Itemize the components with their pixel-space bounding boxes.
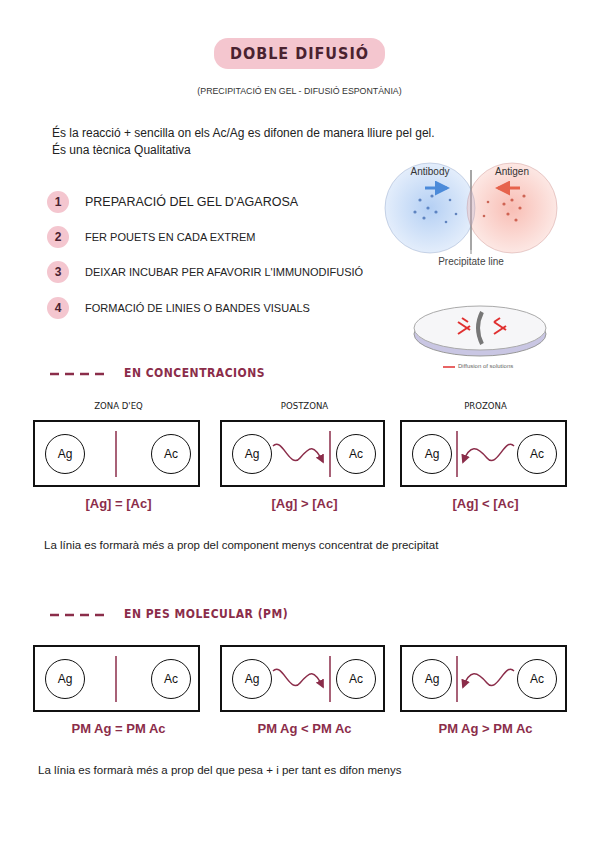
step-number: 1PREPARACIÓ DEL GEL D'AGAROSA: [47, 191, 69, 213]
result-box: POSTZONA[Ag] > [Ac]AgAc: [220, 420, 385, 487]
diffusion-arrow: [273, 444, 514, 687]
step-number-text: 2: [47, 226, 69, 248]
note-text: La línia es formarà més a prop del compo…: [44, 539, 574, 553]
zone-caption: [Ag] < [Ac]: [392, 496, 579, 511]
well-label: Ag: [425, 672, 440, 686]
well-label: Ag: [58, 672, 73, 686]
well-label: Ag: [425, 447, 440, 461]
precipitate-line: [116, 431, 457, 702]
title-text: DOBLE DIFUSIÓ: [214, 38, 385, 69]
petri-dish: [414, 306, 546, 367]
result-box: PM Ag = PM AcAgAc: [33, 645, 200, 712]
step-text: PREPARACIÓ DEL GEL D'AGAROSA: [85, 191, 298, 213]
well-label: Ac: [164, 447, 178, 461]
result-box: PM Ag > PM AcAgAc: [400, 645, 567, 712]
well-circle: Ac: [151, 659, 191, 699]
zone-label: Antigen: [467, 166, 557, 177]
note-text: (PRECIPITACIÓ EN GEL - DIFUSIÓ ESPONTÀNI…: [0, 86, 599, 97]
title-pill: DOBLE DIFUSIÓ: [0, 38, 599, 69]
note-text: La línia es formarà més a prop del que p…: [38, 764, 578, 778]
well-circle: Ac: [517, 434, 557, 474]
step-text: FORMACIÓ DE LINIES O BANDES VISUALS: [85, 297, 310, 319]
note-text: És la reacció + sencilla on els Ac/Ag es…: [52, 126, 572, 140]
result-box: ZONA D'EQ[Ag] = [Ac]AgAc: [33, 420, 200, 487]
result-box: PROZONA[Ag] < [Ac]AgAc: [400, 420, 567, 487]
step-number: 4FORMACIÓ DE LINIES O BANDES VISUALS: [47, 297, 69, 319]
well-label: Ag: [245, 447, 260, 461]
zone-heading: ZONA D'EQ: [25, 400, 212, 411]
zone-label: Antibody: [385, 166, 475, 177]
step-number-text: 4: [47, 297, 69, 319]
zone-caption: [Ag] > [Ac]: [212, 496, 397, 511]
diffusion-illustration: [385, 163, 557, 254]
zone-caption: [Ag] = [Ac]: [25, 496, 212, 511]
well-circle: Ag: [45, 434, 85, 474]
section-heading: EN CONCENTRACIONS: [124, 366, 424, 380]
well-circle: Ag: [45, 659, 85, 699]
section-heading: EN PES MOLECULAR (PM): [124, 607, 424, 621]
zone-heading: PROZONA: [392, 400, 579, 411]
well-circle: Ac: [517, 659, 557, 699]
step-number-text: 3: [47, 261, 69, 283]
well-label: Ag: [245, 672, 260, 686]
well-circle: Ag: [232, 659, 272, 699]
well-label: Ac: [530, 447, 544, 461]
well-label: Ac: [164, 672, 178, 686]
result-box: PM Ag < PM AcAgAc: [220, 645, 385, 712]
note-text: És una tècnica Qualitativa: [52, 143, 572, 157]
step-number-text: 1: [47, 191, 69, 213]
well-label: Ac: [349, 447, 363, 461]
well-label: Ac: [349, 672, 363, 686]
well-circle: Ac: [336, 434, 376, 474]
diffusion-zone: Antibody: [385, 163, 475, 253]
zone-caption: PM Ag > PM Ac: [392, 721, 579, 736]
step-text: DEIXAR INCUBAR PER AFAVORIR L'IMMUNODIFU…: [85, 261, 363, 283]
well-label: Ag: [58, 447, 73, 461]
note-text: Precipitate line: [438, 256, 504, 268]
well-circle: Ag: [232, 434, 272, 474]
step-number: 2FER POUETS EN CADA EXTREM: [47, 226, 69, 248]
note-text: Diffusion of solutions: [458, 363, 548, 370]
zone-caption: PM Ag = PM Ac: [25, 721, 212, 736]
well-label: Ac: [530, 672, 544, 686]
step-number: 3DEIXAR INCUBAR PER AFAVORIR L'IMMUNODIF…: [47, 261, 69, 283]
well-circle: Ac: [336, 659, 376, 699]
well-circle: Ag: [412, 659, 452, 699]
diffusion-zone: Antigen: [467, 163, 557, 253]
zone-heading: POSTZONA: [212, 400, 397, 411]
well-circle: Ag: [412, 434, 452, 474]
step-text: FER POUETS EN CADA EXTREM: [85, 226, 256, 248]
well-circle: Ac: [151, 434, 191, 474]
zone-caption: PM Ag < PM Ac: [212, 721, 397, 736]
